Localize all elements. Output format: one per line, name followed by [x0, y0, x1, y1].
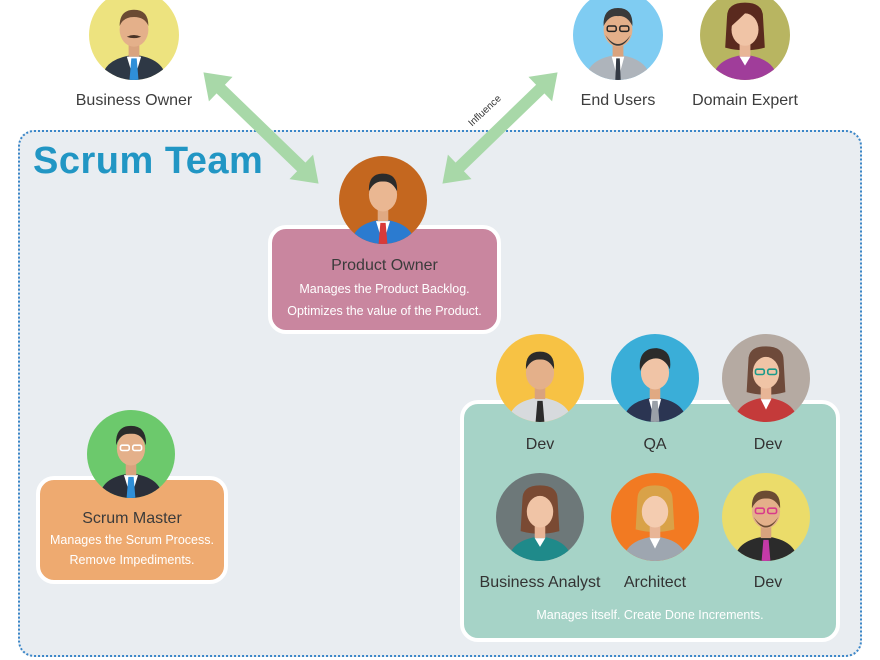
domain-expert-label: Domain Expert [692, 92, 798, 109]
end-users-label: End Users [580, 92, 656, 109]
end-users-avatar [573, 0, 663, 80]
architect-avatar [611, 473, 699, 561]
scrum-master-title: Scrum Master [82, 510, 182, 527]
product-owner-desc-line1: Manages the Product Backlog. [299, 282, 470, 296]
business-owner-avatar [89, 0, 179, 80]
business-analyst-avatar [496, 473, 584, 561]
influence-label: Influence [466, 93, 504, 129]
development-team-desc: Manages itself. Create Done Increments. [536, 608, 764, 622]
dev-2-avatar [722, 334, 810, 422]
business-owner-label: Business Owner [75, 92, 193, 109]
scrum-team-title: Scrum Team [33, 140, 264, 182]
dev-1-avatar [496, 334, 584, 422]
product-owner-avatar [339, 156, 427, 244]
business-analyst-label: Business Analyst [479, 574, 601, 591]
qa-label: QA [643, 436, 667, 453]
product-owner-desc-line2: Optimizes the value of the Product. [287, 304, 482, 318]
product-owner-title: Product Owner [331, 257, 438, 274]
scrum-master-avatar [87, 410, 175, 498]
scrum-master-desc-line1: Manages the Scrum Process. [50, 533, 214, 547]
dev-3-label: Dev [753, 574, 783, 591]
dev-1-label: Dev [525, 436, 555, 453]
domain-expert-avatar [700, 0, 790, 80]
dev-3-avatar [722, 473, 810, 561]
qa-avatar [611, 334, 699, 422]
architect-label: Architect [623, 574, 687, 591]
scrum-master-desc-line2: Remove Impediments. [69, 553, 195, 567]
dev-2-label: Dev [753, 436, 783, 453]
